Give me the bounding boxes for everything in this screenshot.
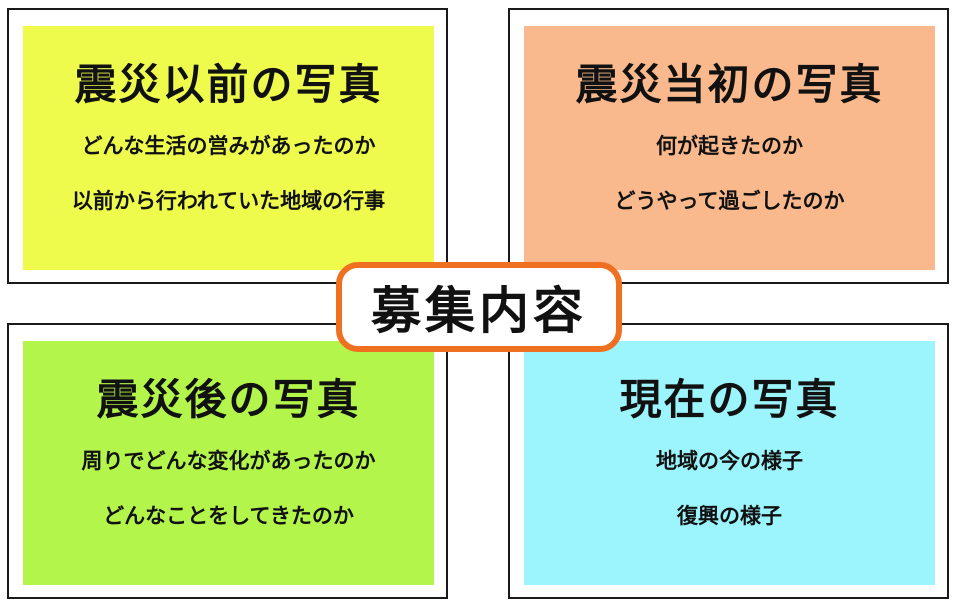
panel-before-disaster: 震災以前の写真 どんな生活の営みがあったのか 以前から行われていた地域の行事 (7, 8, 448, 284)
panel-present: 現在の写真 地域の今の様子 復興の様子 (508, 323, 949, 599)
panel-title: 震災以前の写真 (74, 60, 383, 109)
panel-background: 震災以前の写真 どんな生活の営みがあったのか 以前から行われていた地域の行事 (23, 26, 434, 270)
panel-line: 以前から行われていた地域の行事 (71, 189, 386, 213)
panel-initial-disaster: 震災当初の写真 何が起きたのか どうやって過ごしたのか (508, 8, 949, 284)
center-label-badge: 募集内容 (336, 262, 622, 352)
panel-background: 震災後の写真 周りでどんな変化があったのか どんなことをしてきたのか (23, 341, 434, 585)
panel-line: どうやって過ごしたのか (614, 189, 845, 213)
panel-title: 現在の写真 (619, 375, 840, 424)
panel-line: どんなことをしてきたのか (103, 504, 354, 528)
panel-title: 震災当初の写真 (575, 60, 884, 109)
panel-title: 震災後の写真 (96, 375, 361, 424)
panel-background: 現在の写真 地域の今の様子 復興の様子 (524, 341, 935, 585)
panel-line: 何が起きたのか (656, 134, 803, 158)
panel-after-disaster: 震災後の写真 周りでどんな変化があったのか どんなことをしてきたのか (7, 323, 448, 599)
panel-line: 復興の様子 (677, 504, 782, 528)
panel-line: 地域の今の様子 (656, 449, 803, 473)
panel-background: 震災当初の写真 何が起きたのか どうやって過ごしたのか (524, 26, 935, 270)
panel-line: 周りでどんな変化があったのか (81, 449, 376, 473)
panel-line: どんな生活の営みがあったのか (81, 134, 376, 158)
